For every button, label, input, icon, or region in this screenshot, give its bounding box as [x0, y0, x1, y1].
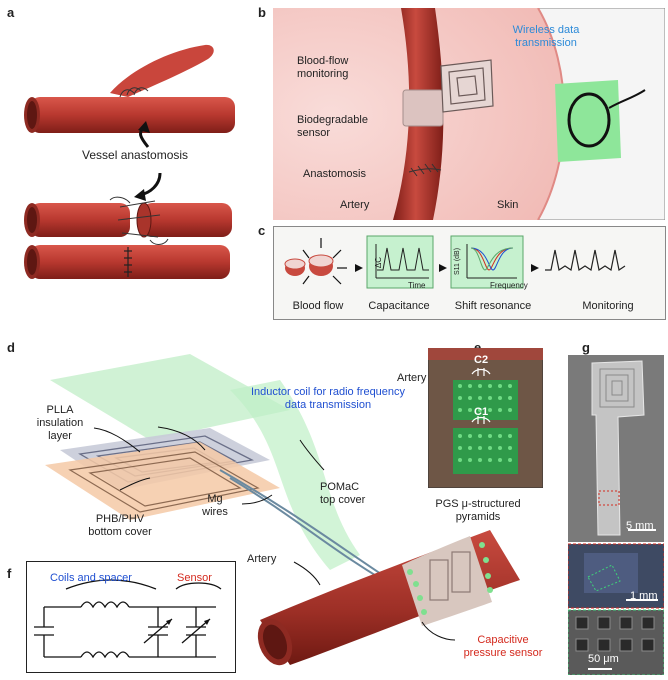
phb-bottom-cover: [45, 442, 280, 520]
tissue-flap: [110, 44, 214, 97]
c1-label: C1: [474, 406, 489, 418]
plla-label: PLLA insulation layer: [36, 404, 84, 442]
mg-wires: [219, 469, 391, 581]
step-blood-flow: Blood flow: [292, 300, 344, 312]
mg-wires-label: Mg wires: [202, 493, 228, 518]
panel-a-letter: a: [7, 5, 15, 20]
vessel-anastomosis-label: Vessel anastomosis: [82, 148, 189, 162]
pomac-label: POMaC top cover: [320, 481, 366, 506]
panel-c-letter: c: [258, 223, 266, 238]
artery-label-b: Artery: [340, 199, 370, 211]
anastomosis-label: Anastomosis: [303, 168, 366, 180]
panel-c-illustration: [284, 235, 626, 289]
wireless-transmission-label: Wireless data transmission: [512, 24, 580, 49]
cap-ylabel: ΔC: [374, 256, 384, 269]
c2-label: C2: [474, 354, 489, 366]
pgs-pyramids-label: PGS μ-structured pyramids: [435, 498, 521, 523]
panel-e-image: [428, 348, 543, 488]
capacitive-sensor-label: Capacitive pressure sensor: [463, 634, 543, 659]
coils-spacer-label: Coils and spacer: [50, 572, 132, 584]
biodegradable-sensor-band: [402, 89, 444, 127]
panel-g-letter: g: [582, 340, 590, 355]
panel-d-letter: d: [7, 340, 15, 355]
step-monitoring: Monitoring: [582, 300, 634, 312]
artery-label-e: Artery: [397, 372, 427, 384]
monitoring-waveform: [545, 249, 626, 271]
vessel-left-segment: [30, 203, 130, 237]
phb-label: PHB/PHV bottom cover: [88, 513, 152, 538]
skin-label: Skin: [497, 199, 519, 211]
scale-50um: 50 μm: [588, 653, 619, 665]
panel-g-photo: [568, 355, 664, 675]
coil-antenna: [440, 59, 494, 113]
panel-f-circuit: [26, 561, 236, 673]
pyramid-array: [453, 380, 518, 474]
panel-b-illustration: [273, 8, 665, 220]
step-shift-resonance: Shift resonance: [454, 300, 532, 312]
blood-flow-monitoring-label: Blood-flow monitoring: [297, 55, 349, 80]
vessel-right-segment: [142, 203, 232, 237]
shift-xlabel: Frequency: [490, 281, 528, 290]
scale-1mm: 1 mm: [630, 590, 658, 602]
panel-f-letter: f: [7, 566, 12, 581]
pomac-top-cover: [50, 354, 290, 440]
wireless-receiver-pad: [555, 80, 621, 162]
biodegradable-sensor-label: Biodegradable sensor: [297, 114, 368, 139]
step-capacitance: Capacitance: [368, 300, 430, 312]
panel-a-illustration: [24, 44, 235, 279]
receiver-coil-icon: [567, 92, 611, 148]
anastomosis-stitches: [408, 163, 442, 177]
shift-resonance-plot-box: [450, 235, 524, 289]
vessel-top: [30, 97, 235, 133]
shift-ylabel: S11 (dB): [454, 247, 462, 276]
vessel-joined: [30, 245, 230, 279]
artery-label-d: Artery: [247, 553, 277, 565]
panel-d-illustration: [45, 354, 520, 666]
inductor-coil-label: Inductor coil for radio frequency data t…: [250, 386, 406, 411]
panel-b-letter: b: [258, 5, 266, 20]
sensor-label-f: Sensor: [177, 572, 212, 584]
cap-xlabel: Time: [408, 281, 426, 290]
scale-5mm: 5 mm: [626, 520, 654, 532]
